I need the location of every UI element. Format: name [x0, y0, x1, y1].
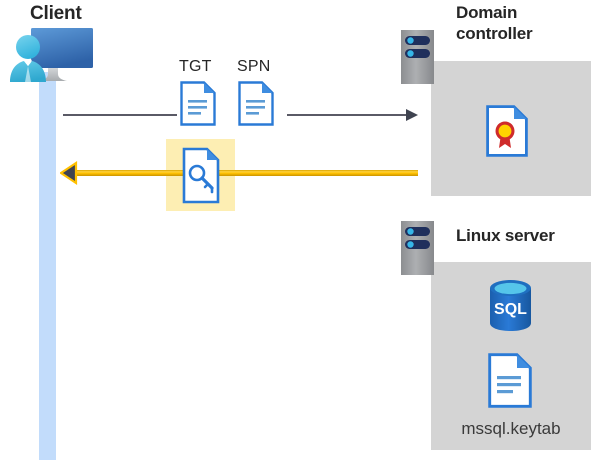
client-lifeline — [39, 72, 56, 460]
domain-controller-server-icon — [401, 30, 434, 84]
keytab-filename-label: mssql.keytab — [461, 419, 561, 438]
client-title: Client — [30, 3, 82, 24]
spn-document-icon — [238, 81, 274, 126]
domain-controller-title: Domain controller — [456, 3, 533, 43]
spn-label: SPN — [237, 58, 271, 75]
request-line-left-segment — [63, 114, 177, 116]
tgt-label: TGT — [179, 58, 212, 75]
sql-database-label: SQL — [494, 301, 527, 318]
response-arrow — [59, 160, 418, 186]
request-arrow-right-segment — [287, 106, 419, 124]
linux-server-title: Linux server — [456, 226, 555, 245]
keytab-document-icon — [488, 353, 532, 408]
sql-database-icon: SQL — [487, 279, 534, 332]
client-workstation-icon — [8, 26, 96, 86]
service-ticket-key-document-icon — [182, 147, 220, 204]
linux-server-icon — [401, 221, 434, 275]
certificate-document-icon — [486, 105, 528, 157]
tgt-document-icon — [180, 81, 216, 126]
